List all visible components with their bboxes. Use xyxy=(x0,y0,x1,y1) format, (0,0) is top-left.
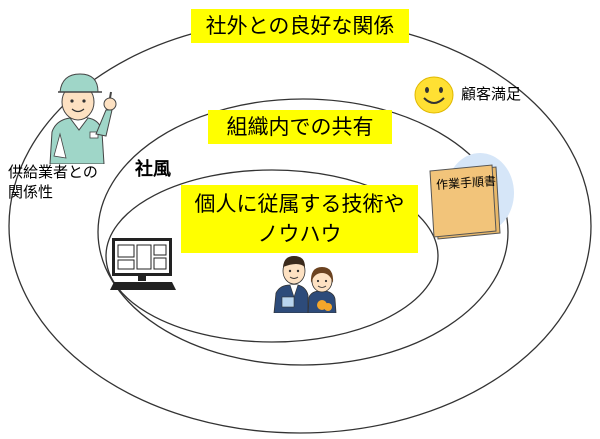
worker-thumbs-up-icon xyxy=(49,73,117,164)
smiley-face-icon xyxy=(414,76,454,114)
company-culture-text: 社風 xyxy=(135,159,171,180)
inner-ring-label: 個人に従属する技術や ノウハウ xyxy=(181,185,418,253)
manual-book-icon xyxy=(429,153,514,240)
inner-ring-label-line-2: ノウハウ xyxy=(257,222,342,246)
supplier-relationship-text: 供給業者との 関係性 xyxy=(8,162,98,202)
inner-ring-label-line-1: 個人に従属する技術や xyxy=(194,192,405,216)
middle-ring-label: 組織内での共有 xyxy=(208,110,392,144)
outer-ring-label: 社外との良好な関係 xyxy=(191,9,409,43)
inner-ring xyxy=(105,169,439,343)
middle-ring xyxy=(97,98,509,366)
two-office-workers-icon xyxy=(273,256,337,313)
supplier-text-line-2: 関係性 xyxy=(8,183,54,201)
supplier-text-line-1: 供給業者との xyxy=(8,163,98,181)
customer-satisfaction-text: 顧客満足 xyxy=(461,85,522,103)
computer-monitor-icon xyxy=(110,238,176,290)
